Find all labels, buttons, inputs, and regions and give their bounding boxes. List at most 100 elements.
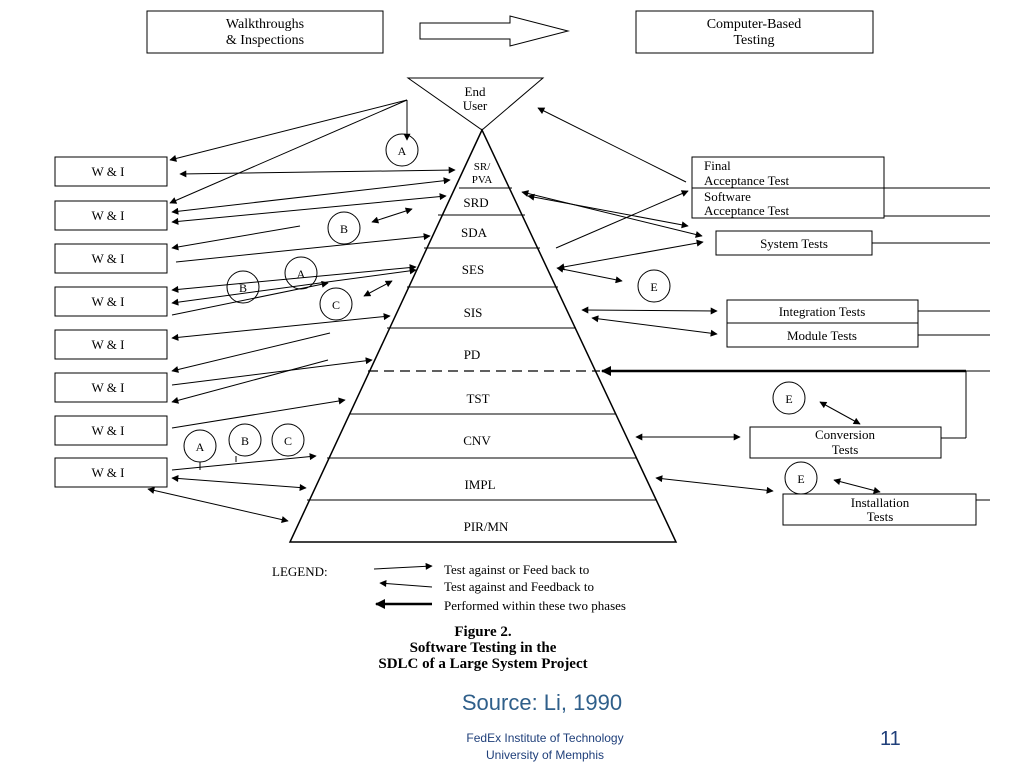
wi-label: W & I — [92, 294, 125, 309]
svg-text:Computer-Based: Computer-Based — [707, 17, 802, 32]
circle-b: B — [241, 434, 249, 448]
circle-e: E — [797, 472, 804, 486]
acceptance-tests-box: Final Acceptance Test Software Acceptanc… — [691, 156, 990, 219]
phase-sis: SIS — [464, 305, 483, 320]
wi-label: W & I — [92, 380, 125, 395]
arrow — [819, 401, 861, 425]
svg-text:Installation: Installation — [851, 495, 910, 510]
phase-pir-mn: PIR/MN — [464, 519, 509, 534]
circle-b: B — [340, 222, 348, 236]
phase-cnv: CNV — [463, 433, 491, 448]
arrow — [833, 478, 881, 494]
arrow — [169, 99, 408, 162]
circle-a: A — [398, 144, 407, 158]
legend-item: Test against and Feedback to — [444, 579, 594, 594]
arrow — [581, 306, 718, 315]
arrow — [171, 313, 391, 341]
svg-text:Module Tests: Module Tests — [787, 328, 857, 343]
arrow — [171, 474, 307, 492]
svg-text:Acceptance Test: Acceptance Test — [704, 203, 789, 218]
svg-text:Final: Final — [704, 158, 731, 173]
circle-a: A — [196, 440, 205, 454]
source-citation: Source: Li, 1990 — [461, 690, 623, 715]
relation-arrows — [147, 99, 881, 524]
arrow — [655, 475, 774, 494]
legend-arrow-single — [373, 562, 433, 570]
arrow — [171, 359, 329, 404]
svg-text:SDLC of a Large System Project: SDLC of a Large System Project — [378, 656, 587, 672]
footer-university: University of Memphis — [485, 748, 605, 762]
wi-label: W & I — [92, 251, 125, 266]
arrow — [147, 486, 289, 524]
circle-c: C — [284, 434, 292, 448]
svg-text:& Inspections: & Inspections — [226, 33, 304, 48]
page-number: 11 — [880, 728, 901, 750]
svg-text:Software: Software — [704, 189, 751, 204]
end-user-apex: End User — [406, 77, 545, 131]
svg-text:End: End — [465, 84, 486, 99]
arrow — [171, 332, 331, 373]
legend: LEGEND: Test against or Feed back to Tes… — [272, 562, 626, 613]
wi-label: W & I — [92, 337, 125, 352]
computer-based-testing-box: Computer-Based Testing — [635, 10, 874, 54]
arrow — [371, 207, 413, 224]
phase-tst: TST — [466, 391, 489, 406]
arrow — [171, 280, 329, 316]
legend-arrow-double — [379, 579, 433, 588]
wi-label: W & I — [92, 208, 125, 223]
module-tests-box: Module Tests — [726, 322, 990, 348]
arrow — [363, 280, 393, 297]
conversion-tests-box: Conversion Tests — [749, 426, 942, 459]
arrow — [171, 453, 317, 471]
arrow — [171, 225, 301, 251]
circle-c: C — [332, 298, 340, 312]
integration-tests-box: Integration Tests — [726, 299, 990, 324]
legend-item: Test against or Feed back to — [444, 562, 589, 577]
wi-label: W & I — [92, 164, 125, 179]
phase-pva: PVA — [472, 174, 493, 186]
arrow — [171, 177, 451, 215]
arrow — [527, 193, 689, 229]
legend-title: LEGEND: — [272, 564, 328, 579]
svg-text:Figure 2.: Figure 2. — [454, 624, 511, 640]
arrow — [171, 357, 373, 386]
svg-text:User: User — [463, 98, 488, 113]
circle-a: A — [297, 267, 306, 281]
arrow — [171, 397, 346, 429]
circle-e: E — [785, 392, 792, 406]
svg-text:Tests: Tests — [867, 509, 894, 524]
footer-institute: FedEx Institute of Technology — [466, 731, 624, 745]
arrow — [537, 107, 687, 183]
wi-boxes: W & I W & I W & I W & I W & I W & I W & … — [54, 156, 168, 488]
arrow — [175, 233, 431, 263]
svg-text:Acceptance Test: Acceptance Test — [704, 173, 789, 188]
svg-text:Tests: Tests — [832, 442, 859, 457]
legend-item: Performed within these two phases — [444, 598, 626, 613]
transition-arrow — [419, 15, 570, 47]
arrow — [521, 190, 703, 238]
svg-text:Integration Tests: Integration Tests — [779, 304, 866, 319]
wi-label: W & I — [92, 423, 125, 438]
phase-srd: SRD — [463, 195, 488, 210]
phase-sda: SDA — [461, 225, 488, 240]
installation-tests-box: Installation Tests — [782, 493, 990, 526]
phase-ses: SES — [462, 262, 484, 277]
phase-impl: IMPL — [464, 477, 495, 492]
svg-text:System Tests: System Tests — [760, 236, 828, 251]
walkthroughs-box: Walkthroughs & Inspections — [146, 10, 384, 54]
arrow — [555, 190, 689, 249]
wi-label: W & I — [92, 465, 125, 480]
arrow — [179, 166, 456, 178]
phase-pd: PD — [464, 347, 481, 362]
phase-sr: SR/ — [474, 161, 491, 173]
figure-caption: Figure 2. Software Testing in the SDLC o… — [378, 624, 587, 672]
arrow — [557, 239, 704, 271]
arrow — [556, 265, 623, 284]
circle-e: E — [650, 280, 657, 294]
arrow — [171, 193, 447, 225]
svg-text:Software Testing in the: Software Testing in the — [410, 640, 557, 656]
performed-within-connector — [601, 366, 990, 439]
svg-text:Testing: Testing — [733, 33, 774, 48]
svg-text:Conversion: Conversion — [815, 427, 875, 442]
